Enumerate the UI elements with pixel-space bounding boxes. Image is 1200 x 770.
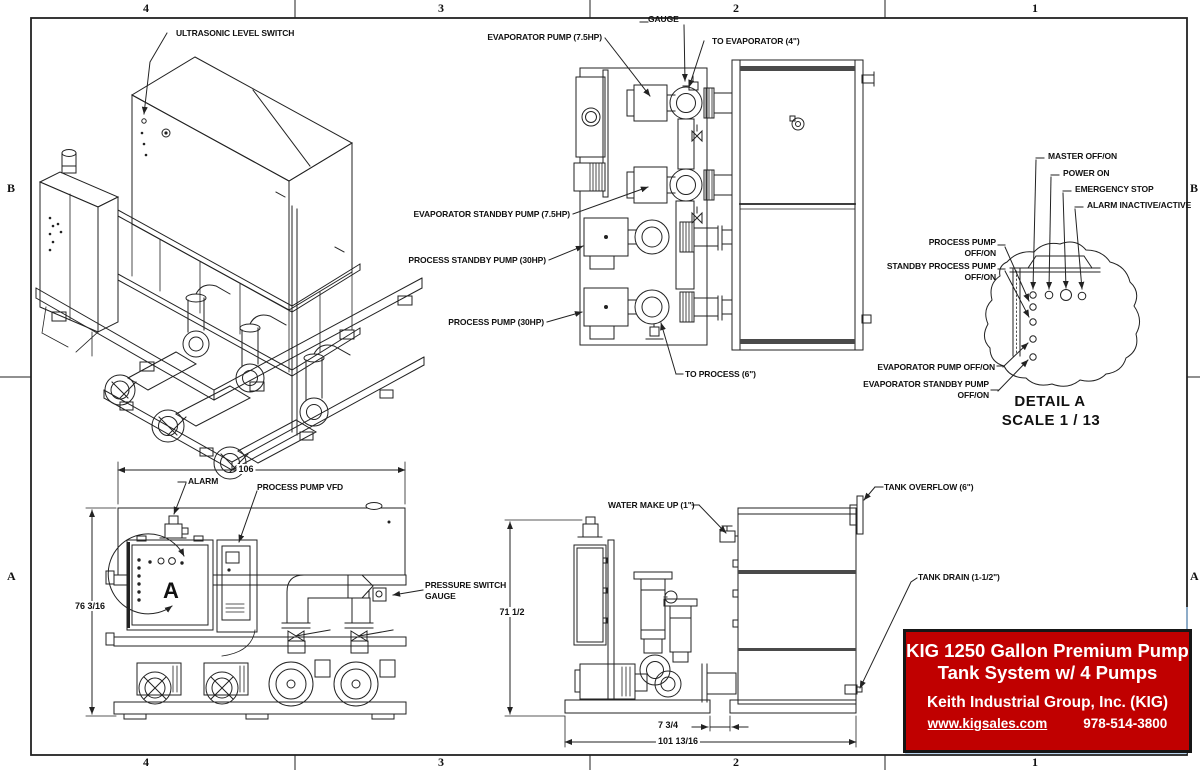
title-line-2: Tank System w/ 4 Pumps <box>937 662 1158 683</box>
dim-side-gap: 7 3/4 <box>655 720 681 730</box>
zone-col-3-bottom: 3 <box>438 755 444 769</box>
label-alarm: ALARM <box>188 476 219 486</box>
plan-view <box>546 21 875 375</box>
label-tank-drain: TANK DRAIN (1-1/2") <box>918 572 1000 582</box>
zone-row-a-left: A <box>7 569 16 583</box>
label-evaporator-standby-pump: EVAPORATOR STANDBY PUMP (7.5HP) <box>413 209 570 219</box>
zone-col-4-top: 4 <box>143 1 149 15</box>
title-block-company: Keith Industrial Group, Inc. (KIG) <box>926 694 1169 711</box>
zone-col-3-top: 3 <box>438 1 444 15</box>
label-to-evaporator: TO EVAPORATOR (4") <box>712 36 800 46</box>
title-block-phone: 978-514-3800 <box>1083 716 1168 731</box>
detail-a-marker: A <box>163 578 179 603</box>
title-line-1: KIG 1250 Gallon Premium Pump <box>906 640 1189 661</box>
label-evaporator-pump: EVAPORATOR PUMP (7.5HP) <box>487 32 602 42</box>
label-line: PROCESS PUMP <box>928 237 996 247</box>
label-process-standby-pump: PROCESS STANDBY PUMP (30HP) <box>408 255 546 265</box>
title-block: KIG 1250 Gallon Premium Pump Tank System… <box>903 629 1192 753</box>
zone-row-a-right: A <box>1190 569 1199 583</box>
label-gauge: GAUGE <box>648 14 679 24</box>
label-evaporator-pump-off-on: EVAPORATOR PUMP OFF/ON <box>877 362 995 372</box>
label-master-off-on: MASTER OFF/ON <box>1048 151 1118 161</box>
zone-col-1-bottom: 1 <box>1032 755 1038 769</box>
label-line: PRESSURE SWITCH <box>425 580 507 590</box>
dim-side-length: 101 13/16 <box>655 736 701 746</box>
label-line: OFF/ON <box>964 247 996 258</box>
detail-a-title: DETAIL A <box>1014 393 1086 410</box>
zone-col-4-bottom: 4 <box>143 755 149 769</box>
title-block-website: www.kigsales.com <box>927 716 1048 731</box>
label-line: OFF/ON <box>964 271 996 282</box>
detail-a-view <box>984 157 1140 392</box>
label-power-on: POWER ON <box>1063 168 1110 178</box>
label-to-process: TO PROCESS (6") <box>685 369 756 379</box>
label-line: GAUGE <box>425 590 456 601</box>
front-view <box>85 461 424 720</box>
label-line: EVAPORATOR STANDBY PUMP <box>863 379 989 389</box>
label-evaporator-standby-pump-off-on: EVAPORATOR STANDBY PUMP OFF/ON <box>863 379 989 400</box>
label-alarm-inactive-active: ALARM INACTIVE/ACTIVE <box>1087 200 1192 210</box>
zone-col-2-top: 2 <box>733 1 739 15</box>
dim-front-height: 76 3/16 <box>72 601 108 611</box>
detail-a-scale: SCALE 1 / 13 <box>1001 412 1101 429</box>
zone-row-b-right: B <box>1190 181 1199 195</box>
label-pressure-switch-gauge: PRESSURE SWITCH GAUGE <box>425 580 506 601</box>
zone-col-1-top: 1 <box>1032 1 1038 15</box>
label-ultrasonic-level-switch: ULTRASONIC LEVEL SWITCH <box>176 28 295 38</box>
side-view <box>504 486 918 748</box>
label-line: OFF/ON <box>957 389 989 400</box>
label-tank-overflow: TANK OVERFLOW (6") <box>884 482 974 492</box>
label-emergency-stop: EMERGENCY STOP <box>1075 184 1154 194</box>
label-process-pump: PROCESS PUMP (30HP) <box>448 317 544 327</box>
zone-row-b-left: B <box>7 181 16 195</box>
zone-col-2-bottom: 2 <box>733 755 739 769</box>
title-block-title: KIG 1250 Gallon Premium Pump Tank System… <box>906 640 1189 684</box>
label-process-pump-off-on: PROCESS PUMP OFF/ON <box>929 237 996 258</box>
label-standby-process-pump-off-on: STANDBY PROCESS PUMP OFF/ON <box>887 261 996 282</box>
dim-front-width: 106 <box>236 464 256 474</box>
dim-side-height: 71 1/2 <box>497 607 527 617</box>
label-line: STANDBY PROCESS PUMP <box>886 261 996 271</box>
isometric-view <box>35 32 425 480</box>
label-water-make-up: WATER MAKE UP (1") <box>608 500 695 510</box>
label-process-pump-vfd: PROCESS PUMP VFD <box>257 482 344 492</box>
